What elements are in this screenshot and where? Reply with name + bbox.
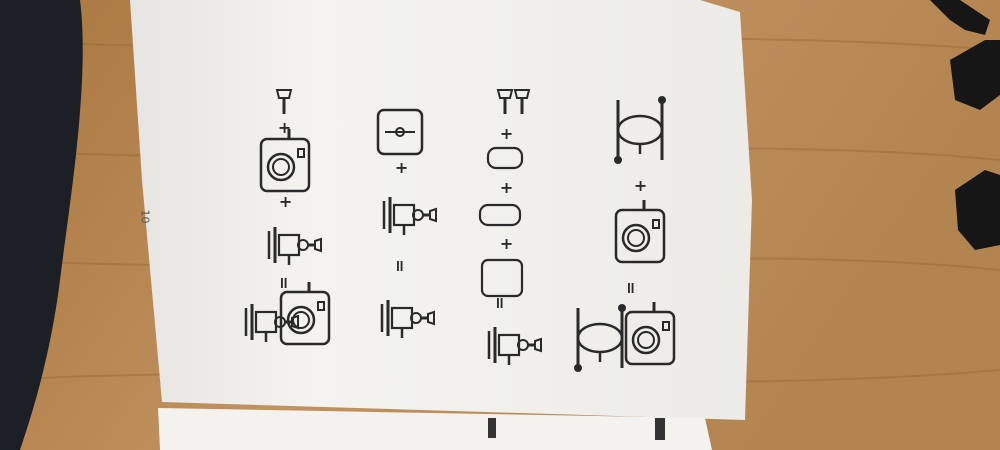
equals-sign: = (490, 296, 510, 310)
rubber-mount-1 (950, 40, 1000, 110)
diagram-flat-mount (376, 108, 438, 340)
plus-sign: + (275, 121, 295, 135)
rubber-mount-2 (955, 170, 1000, 250)
plus-sign: + (497, 237, 517, 251)
page-number: 10 (138, 209, 152, 224)
equals-sign: = (390, 259, 410, 273)
plus-sign: + (392, 161, 412, 175)
black-cable (930, 0, 990, 35)
plus-sign: + (276, 195, 296, 209)
dark-fabric (0, 0, 83, 450)
diagram-adapter-chain (478, 88, 543, 367)
equals-sign: = (274, 276, 294, 290)
equals-sign: = (621, 281, 641, 295)
plus-sign: + (497, 181, 517, 195)
plus-sign: + (631, 179, 651, 193)
booklet-lower-pages (158, 408, 712, 450)
plus-sign: + (497, 127, 517, 141)
